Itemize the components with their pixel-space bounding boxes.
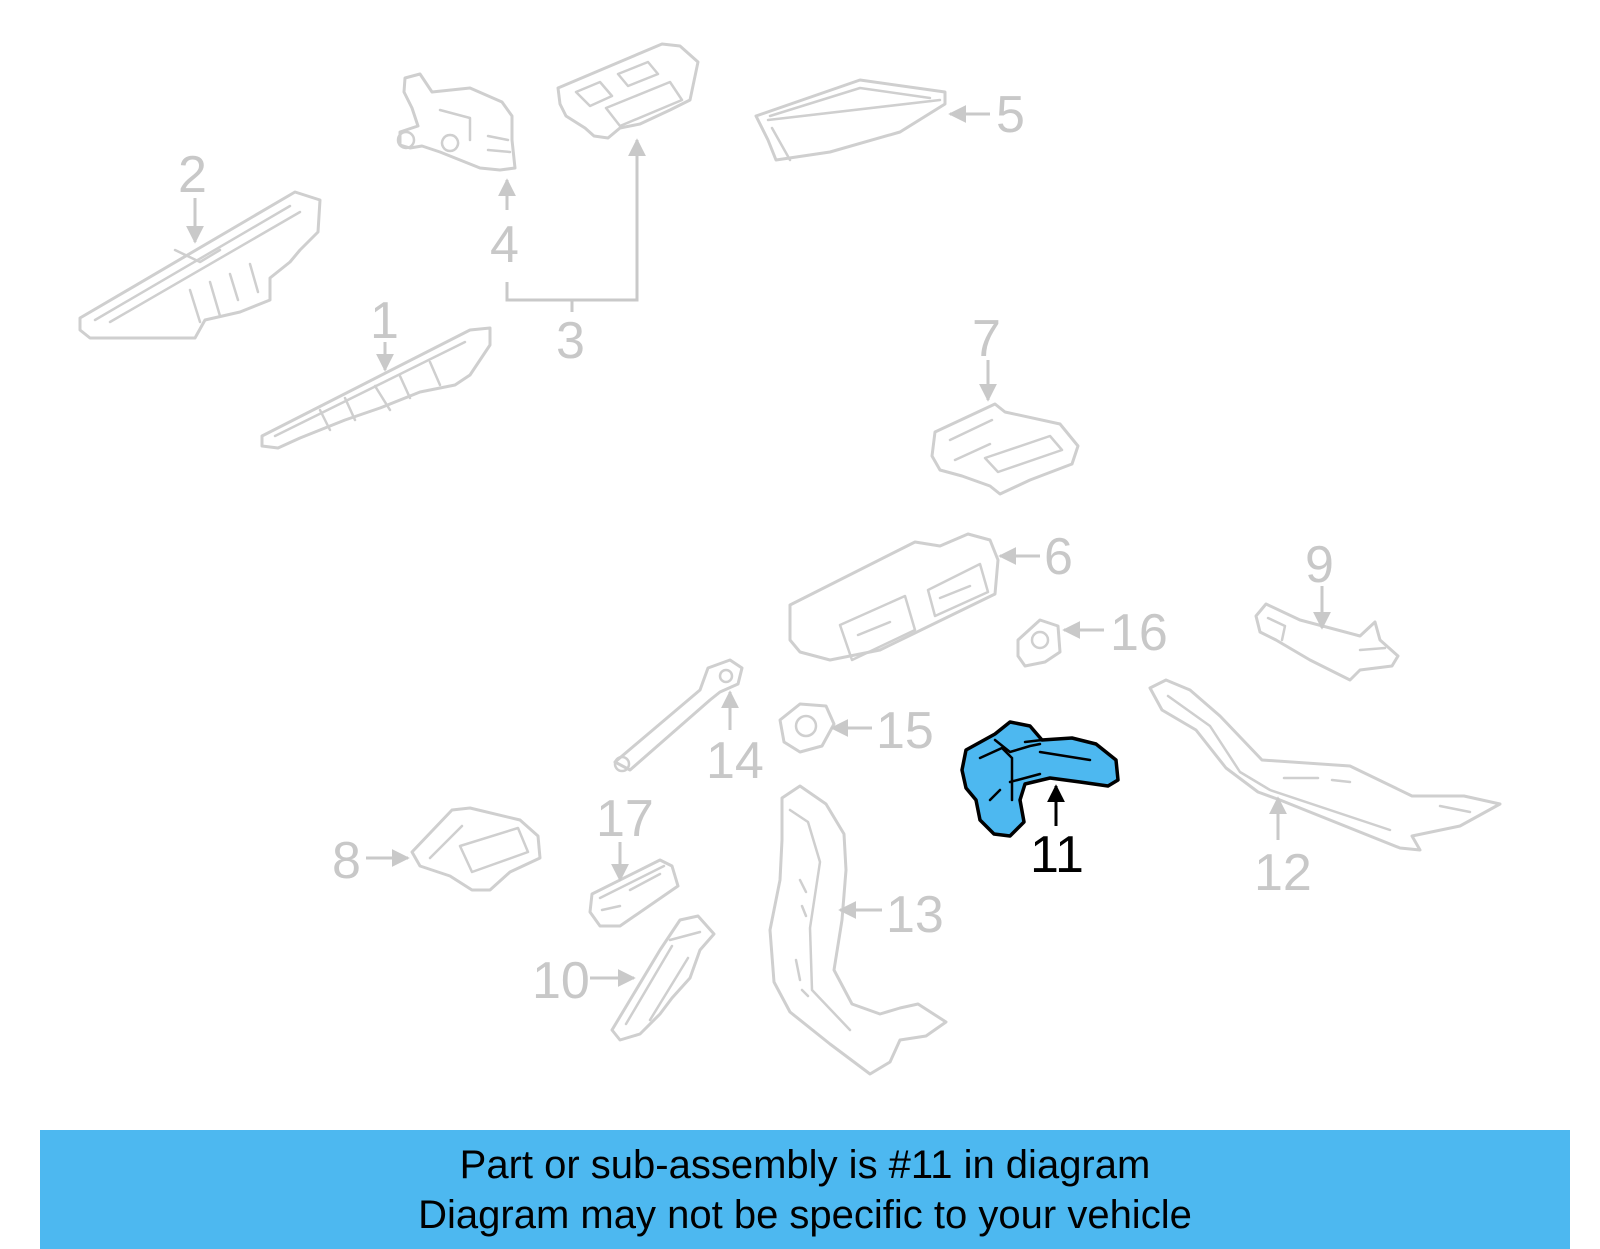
banner-line-part-number: Part or sub-assembly is #11 in diagram bbox=[459, 1142, 1151, 1187]
callout-6: 6 bbox=[1044, 528, 1073, 586]
part-1-duct bbox=[260, 326, 492, 450]
part-10-bracket bbox=[610, 914, 716, 1042]
part-5-filter bbox=[754, 78, 947, 162]
callout-14: 14 bbox=[706, 732, 764, 790]
callout-7: 7 bbox=[972, 310, 1001, 368]
part-17-connector bbox=[588, 858, 680, 928]
callout-3: 3 bbox=[556, 312, 585, 370]
callout-9: 9 bbox=[1305, 536, 1334, 594]
callout-13: 13 bbox=[886, 886, 944, 944]
part-2-duct bbox=[78, 190, 322, 340]
part-6-vent bbox=[788, 532, 1000, 662]
part-7-vent bbox=[930, 402, 1080, 496]
parts-diagram: 2 1 4 3 5 7 6 16 bbox=[78, 42, 1502, 1076]
part-3-vent bbox=[556, 42, 700, 140]
part-8-vent bbox=[410, 806, 542, 892]
callout-2: 2 bbox=[178, 146, 207, 204]
part-14-rod bbox=[613, 658, 744, 773]
part-9-bracket bbox=[1254, 602, 1400, 682]
part-13-duct bbox=[768, 784, 948, 1076]
part-15-clip bbox=[778, 702, 836, 754]
info-banner: Part or sub-assembly is #11 in diagram D… bbox=[40, 1130, 1570, 1249]
part-4-actuator bbox=[396, 72, 517, 172]
callout-8: 8 bbox=[332, 832, 361, 890]
callout-17: 17 bbox=[596, 790, 654, 848]
part-12-duct bbox=[1148, 678, 1502, 852]
part-16-clip bbox=[1016, 618, 1062, 668]
callout-16: 16 bbox=[1110, 604, 1168, 662]
callout-4: 4 bbox=[490, 216, 519, 274]
callout-11: 11 bbox=[1030, 826, 1084, 884]
callout-15: 15 bbox=[876, 702, 934, 760]
part-11-duct-highlighted bbox=[960, 720, 1120, 838]
callout-5: 5 bbox=[996, 86, 1025, 144]
callout-1: 1 bbox=[370, 292, 399, 350]
callout-10: 10 bbox=[532, 952, 590, 1010]
callout-12: 12 bbox=[1254, 844, 1312, 902]
banner-line-disclaimer: Diagram may not be specific to your vehi… bbox=[418, 1192, 1192, 1237]
part-11-shape bbox=[960, 720, 1120, 838]
